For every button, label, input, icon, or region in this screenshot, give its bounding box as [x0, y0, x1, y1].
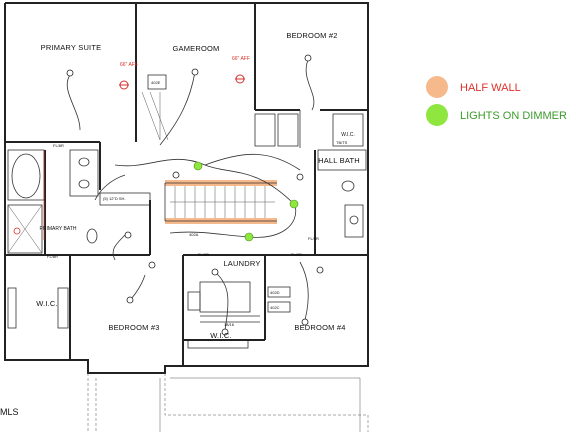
room-gameroom: GAMEROOM [172, 44, 219, 53]
legend-half-wall-label: HALF WALL [460, 82, 521, 94]
label-402a: 402A [189, 232, 199, 237]
room-bedroom-3: BEDROOM #3 [108, 323, 159, 332]
interior-walls [5, 3, 368, 366]
light-fixtures [66, 54, 324, 336]
room-wic-small: W.I.C. [341, 132, 355, 138]
legend-dimmer-label: LIGHTS ON DIMMER [460, 110, 567, 122]
label-sh-12d: (5) 12"D SH. [103, 196, 126, 201]
room-bedroom-4: BEDROOM #4 [294, 323, 345, 332]
legend: HALF WALL LIGHTS ON DIMMER [426, 76, 567, 126]
wiring [66, 59, 315, 331]
aff-markers [13, 74, 245, 240]
aff-annotations: 66" AFF 66" AFF [120, 56, 250, 68]
label-tb: TB/TS [336, 140, 348, 145]
room-bedroom-2: BEDROOM #2 [286, 31, 337, 40]
label-fl8r-5: FL/8R [308, 236, 319, 241]
label-fl8r-1: FL/8R [53, 143, 64, 148]
exterior-walls [4, 2, 369, 432]
mls-watermark: MLS [0, 407, 19, 417]
legend-half-wall-swatch [426, 76, 448, 98]
room-labels: PRIMARY SUITE GAMEROOM BEDROOM #2 HALL B… [36, 31, 360, 340]
label-402d: 402D [270, 290, 280, 295]
plan-codes: FL/8R FL/8R FL/8R FL/8R FL/8R (5) 12"D S… [47, 80, 348, 327]
room-laundry: LAUNDRY [223, 259, 260, 268]
fixtures [7, 153, 359, 254]
room-primary-suite: PRIMARY SUITE [41, 43, 102, 52]
label-fl8r-3: FL/8R [198, 252, 209, 257]
stairs [164, 180, 277, 224]
legend-dimmer-swatch [426, 104, 448, 126]
room-primary-bath: PRIMARY BATH [40, 226, 77, 232]
label-402e: 402E [151, 80, 161, 85]
aff-left-label: 66" AFF [120, 62, 138, 68]
room-wic-left: W.I.C. [36, 299, 58, 308]
room-wic-mid: W.I.C. [210, 331, 232, 340]
label-fl8r-4: FL/8R [291, 252, 302, 257]
label-402c: 402C [270, 305, 280, 310]
label-sh-18: 18/16 [224, 322, 235, 327]
dimmer-lights [193, 161, 299, 242]
aff-right-label: 66" AFF [232, 56, 250, 62]
label-fl8r-2: FL/8R [47, 254, 58, 259]
room-hall-bath: HALL BATH [318, 156, 360, 165]
